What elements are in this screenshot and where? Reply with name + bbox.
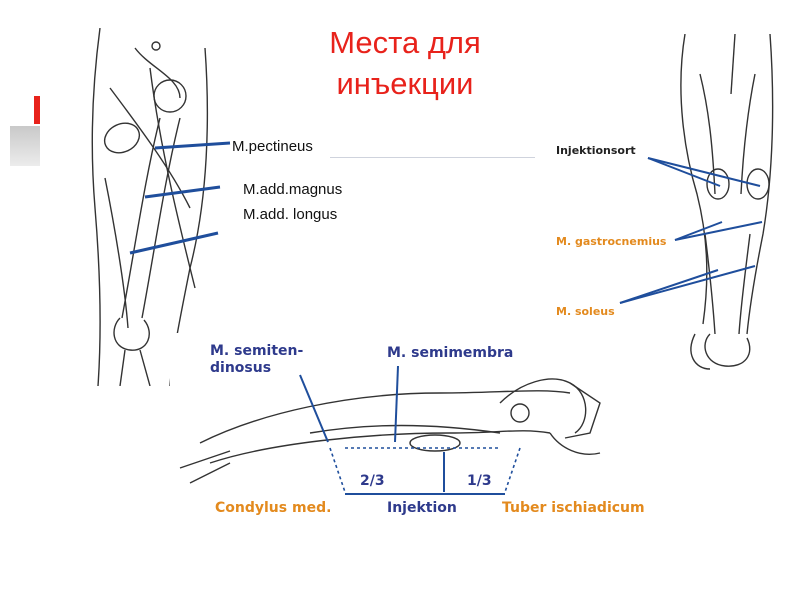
slide-accent-bar <box>34 96 44 124</box>
label-pectineus: M.pectineus <box>232 138 313 155</box>
label-semitendinosus-line-1: M. semiten- <box>210 343 304 359</box>
label-condylus: Condylus med. <box>215 500 332 516</box>
slide-title: Места для инъекции <box>300 22 510 104</box>
label-soleus: M. soleus <box>556 305 615 318</box>
pointer-add-longus <box>129 231 219 255</box>
pointer-soleus-2 <box>619 265 756 304</box>
label-add-longus: M.add. longus <box>243 206 338 223</box>
hamstring-diagram-panel <box>170 333 670 533</box>
pointer-semitendinosus <box>299 374 329 443</box>
title-line-2: инъекции <box>336 66 474 101</box>
label-injektionsort: Injektionsort <box>556 144 636 157</box>
label-add-magnus: M.add.magnus <box>243 181 343 198</box>
slide-accent-shadow <box>10 126 40 166</box>
pointer-injektionsort-2 <box>647 157 761 187</box>
label-semimembranosus: M. semimembra <box>387 345 514 361</box>
pointer-add-magnus <box>144 185 221 199</box>
label-semitendinosus: M. semiten- dinosus <box>210 343 303 377</box>
pointer-gastrocnemius-1 <box>674 221 723 241</box>
title-line-1: Места для <box>329 25 481 60</box>
hamstring-drawing <box>179 378 601 484</box>
calf-diagram-panel <box>535 34 782 374</box>
calf-drawing <box>680 34 774 370</box>
label-injektion: Injektion <box>387 500 457 516</box>
pointer-semimembranosus <box>394 365 399 443</box>
pointer-pectineus <box>154 141 231 150</box>
pointer-injektionsort-1 <box>647 157 721 187</box>
label-ratio-right: 1/3 <box>467 473 492 489</box>
label-ratio-left: 2/3 <box>360 473 385 489</box>
thigh-diagram-panel <box>40 28 228 386</box>
label-tuber: Tuber ischiadicum <box>502 500 645 516</box>
slide-divider-line <box>330 157 540 158</box>
dotted-right-marker <box>504 447 521 493</box>
dotted-left-marker <box>329 447 346 493</box>
label-gastrocnemius: M. gastrocnemius <box>556 235 667 248</box>
label-semitendinosus-line-2: dinosus <box>210 360 272 376</box>
pointer-gastrocnemius-2 <box>674 221 763 241</box>
